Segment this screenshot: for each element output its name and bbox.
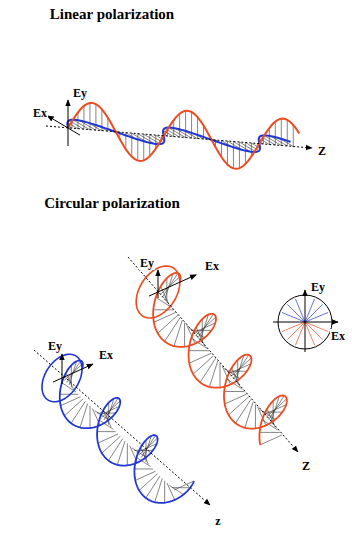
field-vector [220,364,221,388]
ey-axis [68,100,69,146]
helix-wave [60,361,194,503]
axis-label: Ey [47,339,63,353]
field-vector [90,406,91,428]
field-vector [225,394,247,404]
field-vector [200,315,208,341]
ex-axis [47,116,80,135]
field-vector [209,361,217,387]
field-vector [233,142,234,169]
field-vector [255,404,256,428]
axis-label: Ex [98,348,114,362]
field-vector [262,420,277,430]
field-vector [287,120,288,146]
field-vector [61,397,81,406]
field-vector [153,309,173,310]
z-axis [128,257,298,452]
field-vector [139,474,157,491]
field-vector [95,104,96,130]
field-vector [89,103,90,130]
field-vector [137,134,138,161]
ex-axis [149,275,196,296]
field-vector [293,125,294,146]
field-vector [224,391,244,392]
field-vector [305,312,328,322]
field-vector [71,401,85,423]
field-vector [305,322,323,340]
section-heading: Linear polarization [49,6,175,23]
field-vector [198,314,213,338]
field-vector [97,431,115,432]
field-vector [167,483,175,500]
axis-label: Ex [330,329,346,343]
field-vector [162,273,177,297]
field-vector [245,143,246,164]
ey-wave [68,103,299,169]
field-vector [154,312,176,322]
field-vector [239,142,240,168]
field-vector [282,322,305,332]
field-vector [271,396,279,422]
field-vector [185,111,186,138]
axis-label: z [214,514,221,528]
field-vector [191,338,206,348]
field-vector [281,119,282,146]
field-vector [287,304,305,322]
axis-label: Z [301,459,311,473]
field-vector [146,476,160,498]
field-vector [117,441,125,465]
z-axis [34,350,210,505]
field-vector [184,323,185,347]
field-vector [156,297,171,307]
ey-axis [158,270,159,298]
ey-axis [305,290,306,352]
field-vector [200,358,215,382]
ey-axis [62,354,63,384]
field-vector [269,396,284,420]
field-vector [109,439,123,461]
field-vector [158,315,178,333]
field-vector [155,478,163,502]
field-vector [295,299,305,322]
field-vector [236,355,244,381]
z-axis [46,126,312,148]
field-vector [236,399,251,423]
axis-label: Ey [72,86,88,100]
field-vector [233,355,248,379]
field-vector [143,134,144,160]
axis-label: Ex [204,259,220,273]
field-vector [165,318,180,342]
field-vector [305,304,323,322]
field-vector [164,481,165,503]
axis-label: Z [317,144,327,158]
axis-label: Ey [139,256,155,270]
field-vector [102,436,120,453]
field-vector [189,350,209,351]
field-vector [135,468,153,469]
field-vector [229,397,249,415]
ex-axis [273,322,338,323]
field-vector [174,320,182,346]
section-heading: Circular polarization [43,195,181,212]
helix-wave [153,273,287,445]
field-vector [65,399,83,416]
field-vector [287,322,305,340]
ex-axis [53,364,93,382]
field-vector [127,443,128,465]
field-vector [172,487,190,488]
field-vector [260,432,280,433]
field-vector [227,379,242,389]
field-vector [149,135,150,156]
field-vector [98,434,118,443]
field-vector [189,353,211,363]
field-vector [191,112,192,138]
field-vector [305,322,315,345]
field-vector [193,356,213,374]
field-vector [135,471,155,480]
axis-label: Ex [32,106,48,120]
field-vector [260,435,282,445]
field-vector [245,402,253,428]
axis-label: Ey [310,280,326,294]
field-vector [80,404,88,428]
